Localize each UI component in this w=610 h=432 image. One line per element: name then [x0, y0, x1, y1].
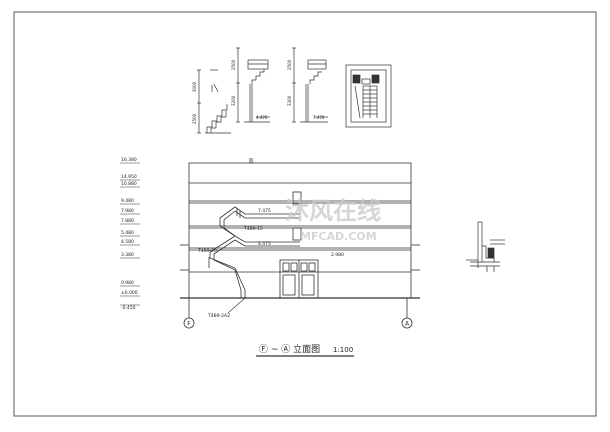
lower-stair-ref: T4B9-20 — [197, 248, 217, 254]
axis-bubble-left — [183, 317, 195, 329]
detail-parapet-section — [466, 221, 505, 272]
elevation-label-1: 16.380 — [121, 157, 137, 163]
bottom-ref-leader — [227, 297, 246, 314]
detail3-dim-a: 2500 — [287, 59, 292, 70]
elevation-labels — [120, 162, 140, 306]
detail3-dim-b: 3300 — [287, 95, 292, 106]
elevation-label-3: 10.880 — [121, 181, 137, 187]
watermark-cn: 沐风在线 — [285, 197, 381, 225]
watermark-en: MFCAD.COM — [300, 230, 377, 243]
upper-stair-level: 7.475 — [258, 208, 271, 214]
axis-bubble-right — [401, 317, 413, 329]
elevation-label-8: 4.580 — [121, 239, 134, 245]
elevation-label-6: 7.880 — [121, 218, 134, 224]
elevation-label-5: 7.980 — [121, 208, 134, 214]
drawing-frame — [13, 11, 597, 417]
elevation-label-4: 9.480 — [121, 198, 134, 204]
detail2-level: 4.470 — [256, 115, 268, 120]
detail2-dim-a: 2500 — [231, 59, 236, 70]
elevation-label-9: 3.380 — [121, 252, 134, 258]
drawing-scale: 1:100 — [333, 346, 353, 354]
elevation-label-7: 5.480 — [121, 230, 134, 236]
upper-stair-ref: T4B9-15 — [243, 226, 263, 232]
detail-stair-plan — [345, 64, 392, 128]
detail1-dim-bottom: 2500 — [192, 113, 197, 124]
elevation-label-11: ±0.000 — [121, 290, 138, 296]
elevation-label-2: 14.950 — [121, 174, 137, 180]
lower-stair-level: 4.475 — [258, 241, 271, 247]
axis-label-right: A — [405, 321, 410, 328]
detail3-level: 7.470 — [313, 115, 325, 120]
entrance-door — [279, 259, 319, 299]
detail-stair-section-3 — [292, 47, 328, 123]
elevation-label-12: -0.450 — [121, 305, 136, 311]
axis-label-left: F — [187, 321, 191, 328]
elevation-label-10: 0.980 — [121, 280, 134, 286]
detail1-dim-top: 3000 — [192, 81, 197, 92]
drawing-title: Ⓕ ~ Ⓐ 立面图 — [259, 343, 320, 355]
detail-stair-section-1 — [197, 69, 231, 134]
door-level: 2.980 — [331, 252, 344, 258]
detail2-dim-b: 3200 — [231, 95, 236, 106]
detail-stair-section-2 — [236, 47, 270, 123]
bottom-stair-ref: T4B9-2A2 — [207, 313, 230, 319]
external-stair — [208, 191, 302, 298]
building-elevation — [180, 158, 420, 318]
